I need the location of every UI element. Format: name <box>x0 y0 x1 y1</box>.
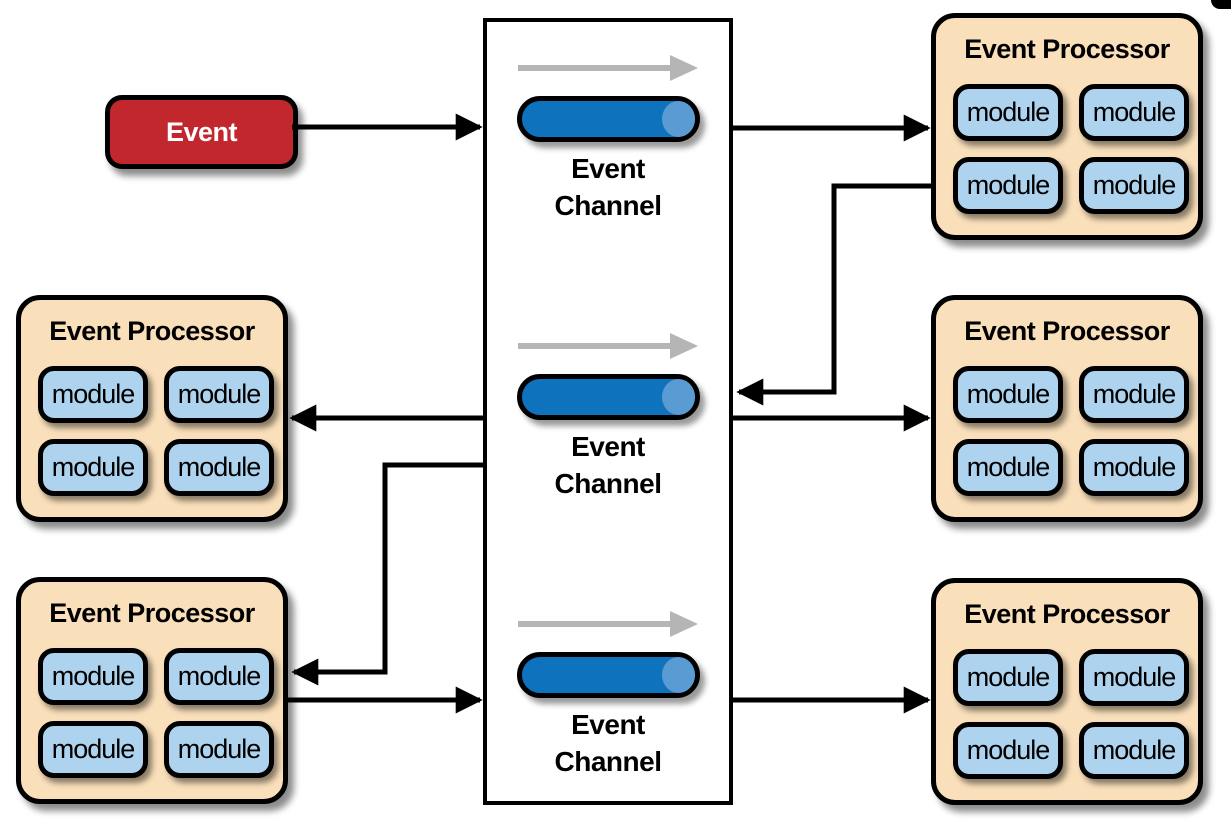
module: module <box>38 648 148 705</box>
module-label: module <box>1092 452 1177 482</box>
event-processor-right-bottom: Event Processor module module module mod… <box>931 578 1203 805</box>
module: module <box>38 439 148 496</box>
cylinder-cap <box>662 657 695 693</box>
event-channel-group-2: Event Channel <box>483 318 733 528</box>
flow-direction-arrow <box>518 332 700 359</box>
arrow-shaft <box>518 620 670 627</box>
module-label: module <box>177 452 262 482</box>
module: module <box>1079 366 1189 423</box>
module: module <box>164 648 274 705</box>
event-label: Event <box>165 116 238 147</box>
module-label: module <box>966 452 1051 482</box>
module: module <box>1079 157 1189 214</box>
channel-cylinder <box>517 374 700 420</box>
channel-label-line2: Channel <box>554 746 662 777</box>
module-grid: module module module module <box>953 649 1189 779</box>
module: module <box>953 649 1063 706</box>
module-label: module <box>966 735 1051 765</box>
module-label: module <box>966 97 1051 127</box>
processor-title: Event Processor <box>49 598 255 628</box>
module: module <box>953 366 1063 423</box>
channel-label: Event Channel <box>483 150 733 224</box>
module: module <box>38 721 148 778</box>
module-grid: module module module module <box>953 366 1189 496</box>
channel-label-line2: Channel <box>554 190 662 221</box>
module-label: module <box>51 452 136 482</box>
flow-direction-arrow <box>518 610 700 637</box>
module-label: module <box>1092 379 1177 409</box>
event-processor-left-bottom: Event Processor module module module mod… <box>16 577 288 804</box>
event-node: Event <box>105 95 298 169</box>
event-processor-right-middle: Event Processor module module module mod… <box>931 295 1203 522</box>
module-label: module <box>51 661 136 691</box>
arrow-shaft <box>518 64 670 71</box>
module: module <box>1079 84 1189 141</box>
channel-label-line1: Event <box>571 431 645 462</box>
module: module <box>164 439 274 496</box>
module-label: module <box>177 661 262 691</box>
module-grid: module module module module <box>953 84 1189 214</box>
module: module <box>1079 722 1189 779</box>
module-grid: module module module module <box>38 366 274 496</box>
module: module <box>1079 649 1189 706</box>
module-label: module <box>1092 662 1177 692</box>
module-label: module <box>51 379 136 409</box>
cylinder-cap <box>662 379 695 415</box>
module: module <box>953 84 1063 141</box>
module-grid: module module module module <box>38 648 274 778</box>
module-label: module <box>1092 735 1177 765</box>
flow-direction-arrow <box>518 54 700 81</box>
module-label: module <box>966 379 1051 409</box>
module-label: module <box>51 734 136 764</box>
arrow-processor-right-top-to-channel-2 <box>736 183 931 406</box>
module: module <box>953 157 1063 214</box>
channel-label-line1: Event <box>571 709 645 740</box>
processor-title: Event Processor <box>49 316 255 346</box>
processor-title: Event Processor <box>964 316 1170 346</box>
channel-label: Event Channel <box>483 428 733 502</box>
module: module <box>164 721 274 778</box>
module: module <box>953 722 1063 779</box>
module-label: module <box>1092 170 1177 200</box>
module-label: module <box>177 734 262 764</box>
module-label: module <box>1092 97 1177 127</box>
channel-cylinder <box>517 96 700 142</box>
arrow-head-icon <box>670 332 698 359</box>
event-channel-group-1: Event Channel <box>483 40 733 250</box>
module-label: module <box>966 662 1051 692</box>
cylinder-cap <box>662 101 695 137</box>
arrow-head-icon <box>670 54 698 81</box>
module: module <box>164 366 274 423</box>
event-processor-right-top: Event Processor module module module mod… <box>931 13 1203 240</box>
channel-label-line1: Event <box>571 153 645 184</box>
event-channel-group-3: Event Channel <box>483 596 733 806</box>
channel-label: Event Channel <box>483 706 733 780</box>
module-label: module <box>966 170 1051 200</box>
processor-title: Event Processor <box>964 34 1170 64</box>
module: module <box>953 439 1063 496</box>
cropped-frame-corner <box>1211 0 1231 9</box>
arrow-head-icon <box>670 610 698 637</box>
module-label: module <box>177 379 262 409</box>
channel-cylinder <box>517 652 700 698</box>
processor-title: Event Processor <box>964 599 1170 629</box>
arrow-shaft <box>518 342 670 349</box>
arrow-channel-2-to-processor-left-bottom <box>291 462 483 686</box>
event-processor-left-middle: Event Processor module module module mod… <box>16 295 288 522</box>
module: module <box>1079 439 1189 496</box>
channel-label-line2: Channel <box>554 468 662 499</box>
module: module <box>38 366 148 423</box>
